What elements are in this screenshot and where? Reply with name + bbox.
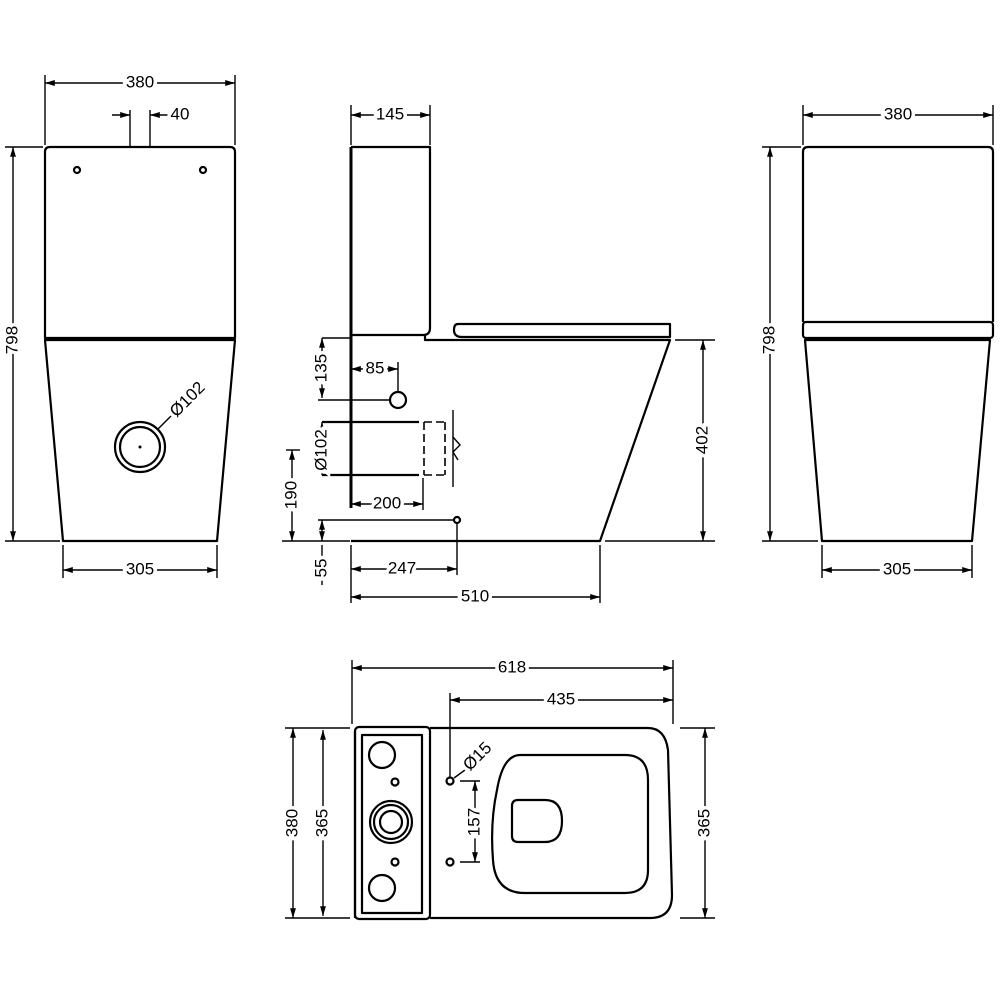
dim-width-base: 305 [126,559,154,578]
dim-waste-diameter: Ø102 [166,378,209,421]
dim-projection: 510 [461,586,489,605]
side-cistern [351,145,432,337]
dim-inlet-from-wall: 85 [366,358,385,377]
leader-line [453,769,466,779]
dim-fixing-from-wall: 247 [388,558,416,577]
dim-cistern-depth: 145 [376,104,404,123]
dim-cistern-width: 380 [282,809,301,837]
dim-waste-diameter: Ø102 [311,429,330,471]
front-pan [43,338,237,543]
dim-cistern-inner-width: 365 [312,809,331,837]
dim-pan-width: 365 [694,809,713,837]
fixing-hole [72,165,82,175]
waste-outlet-inner [118,425,162,469]
dim-flush-gap: 40 [171,104,190,123]
inlet-hole [388,390,408,410]
dim-pan-height: 402 [692,426,711,454]
cistern-outlet [368,799,414,845]
dim-overall-length: 618 [498,657,526,676]
rear-view: 380 798 305 [756,101,995,582]
flush-button [367,873,397,903]
cistern-hole [390,857,400,867]
front-view: Ø102 380 40 798 305 [0,69,237,582]
leader-line [157,414,173,430]
plan-cistern-inner [360,733,424,915]
plan-cistern [353,725,432,921]
dim-fixing-spacing: 157 [464,808,483,836]
seat-fixing-hole [445,776,455,786]
dim-fixing-height: 55 [311,559,330,578]
dim-width-base: 305 [883,559,911,578]
break-symbol [452,410,461,487]
floor-fixing [452,515,462,525]
dim-height: 798 [759,326,778,354]
cistern-outlet-ring [372,803,410,841]
plan-pan [430,726,674,920]
cistern-hole [390,777,400,787]
fixing-hole [198,165,208,175]
dim-waste-height: 190 [281,481,300,509]
rear-cistern [801,145,995,322]
plan-view: Ø15 618 435 380 365 157 365 [279,654,717,921]
rear-seat [801,320,995,340]
rear-pan [803,338,992,543]
dim-fixing-to-front: 435 [547,689,575,708]
seat-fixing-hole [445,857,455,867]
side-seat [452,322,672,339]
flush-button [367,740,397,770]
waste-outlet [113,420,167,474]
dim-fixing-diameter: Ø15 [459,738,495,774]
lid-hinge-cover [510,798,564,844]
seat-outline [491,753,650,895]
dim-width-top: 380 [126,72,154,91]
front-cistern [43,145,237,340]
dim-height: 798 [2,326,21,354]
dim-waste-from-wall: 200 [373,493,401,512]
cistern-outlet-core [378,809,404,835]
side-view: 145 135 85 Ø102 200 190 55 247 510 [278,101,715,609]
dim-width-top: 380 [884,104,912,123]
side-pan [351,335,672,543]
dim-inlet-from-top: 135 [311,354,330,382]
waste-pipe-dashed [423,421,446,476]
waste-center [138,445,142,449]
